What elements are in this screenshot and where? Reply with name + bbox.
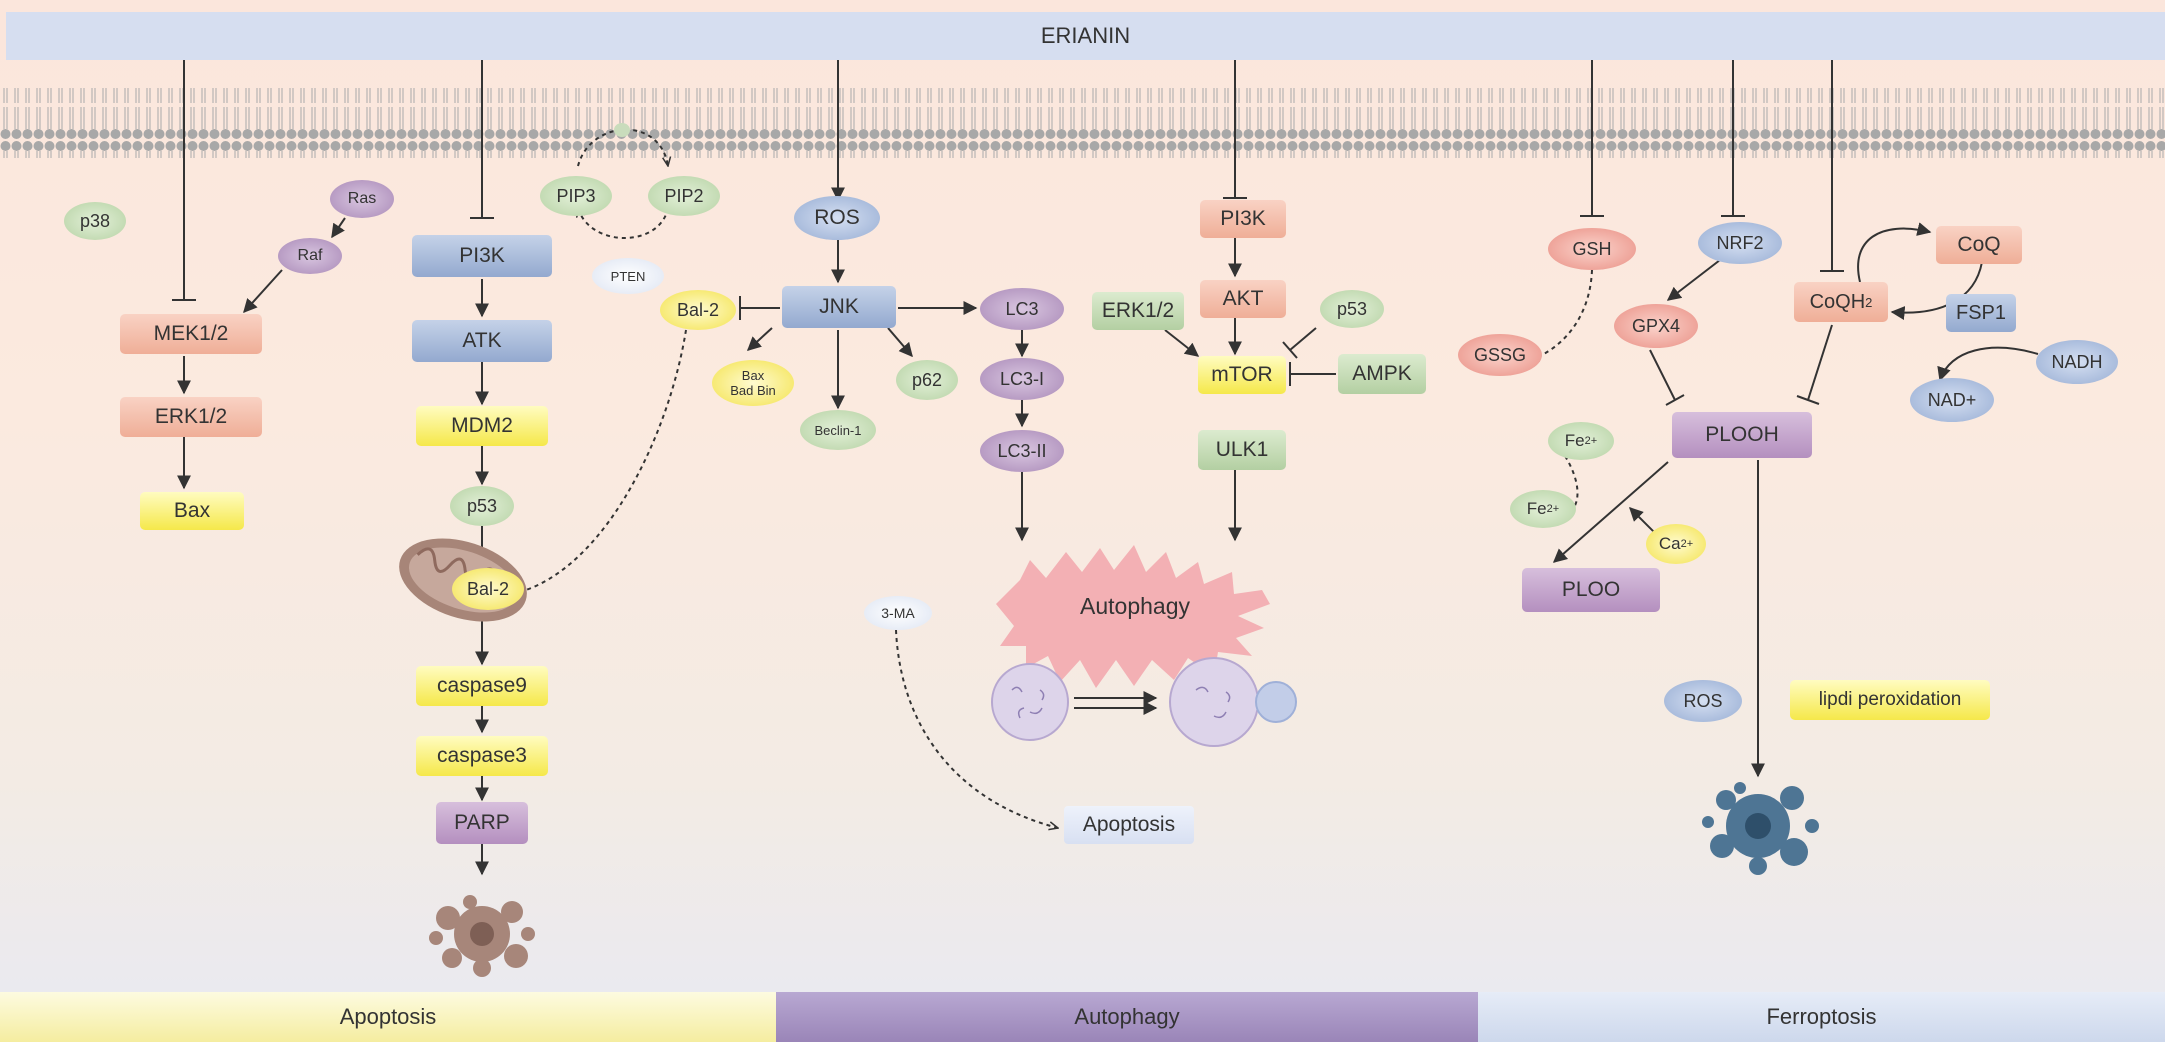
erianin-title: ERIANIN xyxy=(1040,23,1131,48)
gpx4-node: GPX4 xyxy=(1614,304,1698,348)
p62-node: p62 xyxy=(896,360,958,400)
bal2-node: Bal-2 xyxy=(660,290,736,330)
bax-label: Bax xyxy=(741,368,765,383)
bax-bad-bin-node: Bax Bad Bin xyxy=(712,360,794,406)
pten-node: PTEN xyxy=(592,258,664,294)
coqh2-subscript: 2 xyxy=(1865,294,1873,310)
footer-autophagy-label: Autophagy xyxy=(1074,1004,1180,1029)
pi3k-node-apoptosis: PI3K xyxy=(412,235,552,277)
coqh2-label: CoQH xyxy=(1809,290,1866,313)
nadplus-node: NAD+ xyxy=(1910,378,1994,422)
footer-ferroptosis-label: Ferroptosis xyxy=(1766,1004,1877,1029)
gssg-node: GSSG xyxy=(1458,334,1542,376)
nrf2-node: NRF2 xyxy=(1698,222,1782,264)
ferroptotic-cell-icon xyxy=(1702,782,1819,875)
pip2-node: PIP2 xyxy=(648,176,720,216)
lc3-node: LC3 xyxy=(980,288,1064,330)
atk-node: ATK xyxy=(412,320,552,362)
fe-charge-upper: 2+ xyxy=(1584,435,1598,447)
fe-label-lower: Fe xyxy=(1526,499,1547,518)
footer-apoptosis-label: Apoptosis xyxy=(339,1004,437,1029)
plooh-node: PLOOH xyxy=(1672,412,1812,458)
lipid-peroxidation-node: lipdi peroxidation xyxy=(1790,680,1990,720)
ploo-node: PLOO xyxy=(1522,568,1660,612)
mdm2-node: MDM2 xyxy=(416,406,548,446)
bad-bin-label: Bad Bin xyxy=(730,383,776,398)
pip3-node: PIP3 xyxy=(540,176,612,216)
p53-node-apoptosis: p53 xyxy=(450,486,514,526)
raf-node: Raf xyxy=(278,238,342,274)
nadh-node: NADH xyxy=(2036,340,2118,384)
erk-node: ERK1/2 xyxy=(120,397,262,437)
pi3k-node-mtor: PI3K xyxy=(1200,200,1286,238)
lc3-ii-node: LC3-II xyxy=(980,430,1064,472)
ca-charge: 2+ xyxy=(1680,538,1694,550)
autophagy-label: Autophagy xyxy=(1080,592,1190,619)
3ma-node: 3-MA xyxy=(864,596,932,630)
p38-node: p38 xyxy=(64,202,126,240)
footer-autophagy: Autophagy xyxy=(776,992,1478,1042)
autophagosome-icon xyxy=(991,663,1069,741)
gsh-node: GSH xyxy=(1548,228,1636,270)
mtor-node: mTOR xyxy=(1198,356,1286,394)
ras-node: Ras xyxy=(330,180,394,218)
lc3-i-node: LC3-I xyxy=(980,358,1064,400)
ampk-node: AMPK xyxy=(1338,354,1426,394)
caspase3-node: caspase3 xyxy=(416,736,548,776)
mek-node: MEK1/2 xyxy=(120,314,262,354)
footer-ferroptosis: Ferroptosis xyxy=(1478,992,2165,1042)
cell-membrane xyxy=(0,88,2165,158)
p53-node-mtor: p53 xyxy=(1320,290,1384,328)
fsp1-node: FSP1 xyxy=(1946,294,2016,332)
akt-node: AKT xyxy=(1200,280,1286,318)
fe-label-upper: Fe xyxy=(1564,431,1585,450)
apoptotic-cell-icon xyxy=(429,895,535,977)
ca-label: Ca xyxy=(1658,534,1681,553)
ros-node-autophagy: ROS xyxy=(794,196,880,240)
erianin-banner: ERIANIN xyxy=(6,12,2165,60)
erk-node-mtor: ERK1/2 xyxy=(1092,292,1184,330)
bal2-mito-node: Bal-2 xyxy=(452,568,524,610)
jnk-node: JNK xyxy=(782,286,896,328)
ros-node-ferroptosis: ROS xyxy=(1664,680,1742,722)
coq-node: CoQ xyxy=(1936,226,2022,264)
parp-node: PARP xyxy=(436,802,528,844)
caspase9-node: caspase9 xyxy=(416,666,548,706)
fe-charge-lower: 2+ xyxy=(1546,503,1560,515)
autophagy-starburst xyxy=(996,545,1270,688)
autolysosome-icon xyxy=(1169,657,1297,747)
ulk1-node: ULK1 xyxy=(1198,430,1286,470)
pip-dot xyxy=(614,123,630,137)
bax-node: Bax xyxy=(140,492,244,530)
beclin-node: Beclin-1 xyxy=(800,410,876,450)
footer-apoptosis: Apoptosis xyxy=(0,992,776,1042)
apoptosis-node-autophagy: Apoptosis xyxy=(1064,806,1194,844)
